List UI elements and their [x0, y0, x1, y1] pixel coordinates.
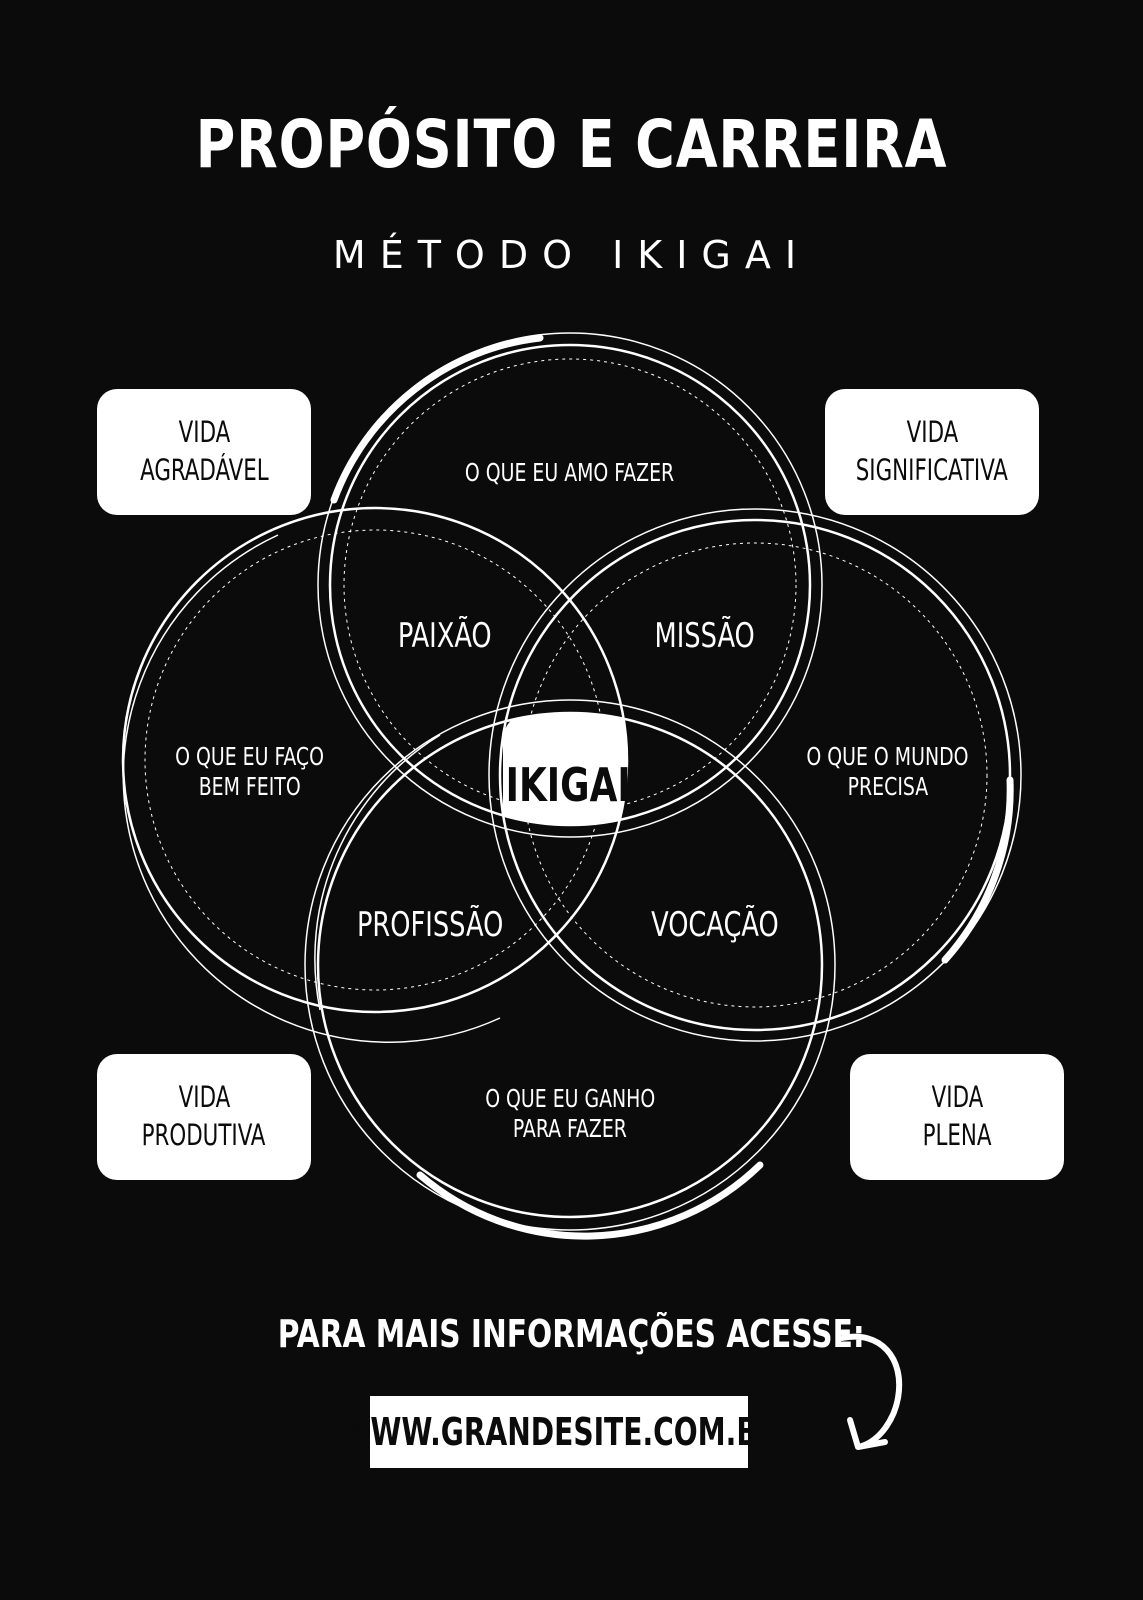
- page-title: PROPÓSITO E CARREIRA: [195, 106, 948, 183]
- label-ikigai: IKIGAI: [505, 758, 631, 812]
- label-vocation: VOCAÇÃO: [651, 905, 779, 945]
- circle-love: [328, 343, 812, 827]
- ikigai-center-shape: [503, 713, 627, 825]
- label-world-needs: O QUE O MUNDO PRECISA: [806, 742, 969, 801]
- label-paid-for: O QUE EU GANHO PARA FAZER: [484, 1084, 656, 1143]
- label-love: O QUE EU AMO FAZER: [465, 458, 675, 487]
- label-good-at: O QUE EU FAÇO BEM FEITO: [175, 742, 325, 801]
- label-profession: PROFISSÃO: [356, 905, 504, 945]
- circle-good-at: [121, 506, 629, 1014]
- circle-world-needs: [498, 518, 1012, 1032]
- website-link[interactable]: WWW.GRANDESITE.COM.BR: [339, 1396, 779, 1468]
- label-mission: MISSÃO: [654, 616, 756, 656]
- page-subtitle: MÉTODO IKIGAI: [332, 233, 811, 277]
- circle-paid-for: [316, 711, 824, 1219]
- footer-cta: PARA MAIS INFORMAÇÕES ACESSE:: [278, 1312, 865, 1356]
- curved-arrow-icon: [839, 1333, 903, 1450]
- label-passion: PAIXÃO: [398, 616, 492, 656]
